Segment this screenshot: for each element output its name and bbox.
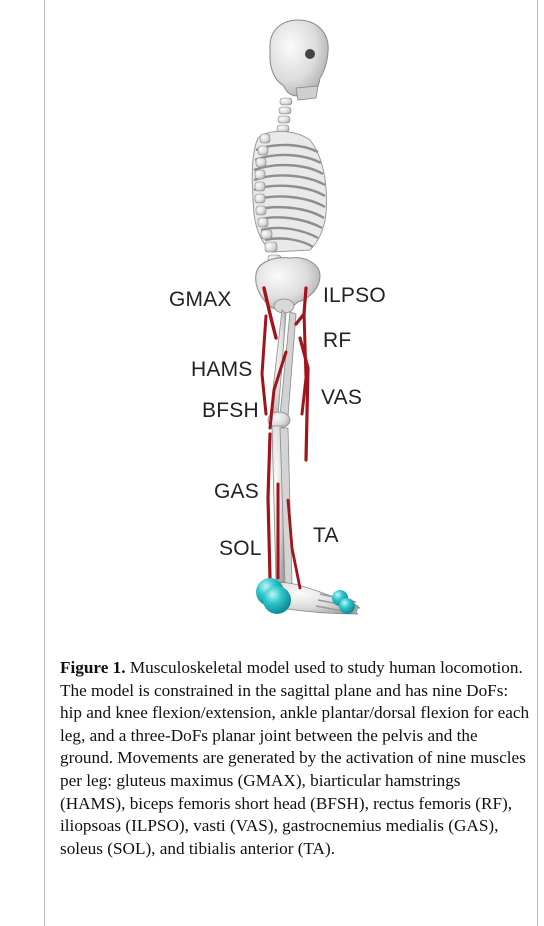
caption-text: Musculoskeletal model used to study huma… — [60, 658, 529, 858]
figure-caption: Figure 1. Musculoskeletal model used to … — [60, 657, 530, 860]
label-rf: RF — [323, 329, 351, 353]
label-bfsh: BFSH — [202, 399, 259, 423]
label-gmax: GMAX — [169, 288, 232, 312]
pelvis — [256, 258, 320, 313]
page-border-left — [44, 0, 45, 926]
label-ilpso: ILPSO — [323, 284, 386, 308]
skeleton-illustration — [120, 18, 420, 630]
skull — [270, 20, 328, 100]
figure-number: Figure 1. — [60, 658, 126, 677]
cervical-spine — [277, 98, 292, 132]
muscle-hams — [262, 316, 266, 414]
label-ta: TA — [313, 524, 339, 548]
muscle-gas — [268, 434, 270, 578]
jaw — [296, 86, 318, 100]
musculoskeletal-model-figure: GMAX ILPSO RF HAMS VAS BFSH GAS TA SOL — [120, 18, 420, 630]
label-hams: HAMS — [191, 358, 252, 382]
eye-socket — [305, 49, 315, 59]
label-sol: SOL — [219, 537, 262, 561]
page-border-right — [537, 0, 538, 926]
label-gas: GAS — [214, 480, 259, 504]
label-vas: VAS — [321, 386, 362, 410]
